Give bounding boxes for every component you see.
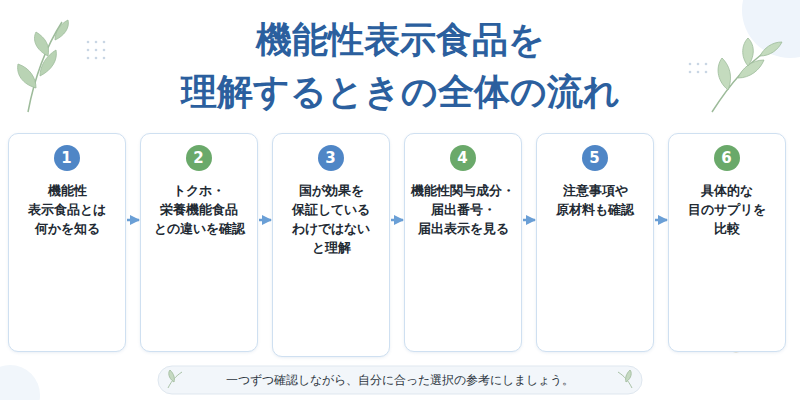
step-number: 3: [318, 145, 344, 171]
step-card: 国が効果を 保証している わけではない と理解 3: [272, 133, 390, 357]
step-number: 5: [582, 145, 608, 171]
corner-circle: [0, 365, 40, 400]
step-number-circle: 6: [714, 145, 740, 171]
flow-arrow: [259, 219, 271, 222]
step-number-circle: 5: [582, 145, 608, 171]
table-header-cell: トクホ: [150, 266, 196, 280]
caption: 一つずつ確認しながら、自分に合った選択の参考にしましょう。: [158, 366, 642, 394]
step-number: 4: [450, 145, 476, 171]
step-card: 機能性 表示食品とは 何かを知る 1: [8, 133, 126, 352]
table-header-cell: 栄養機能食品: [196, 266, 250, 280]
step-text: 注意事項や 原材料も確認: [537, 181, 653, 219]
step-number: 2: [186, 145, 212, 171]
step-text: トクホ・ 栄養機能食品 との違いを確認: [141, 181, 257, 238]
step-number-circle: 1: [54, 145, 80, 171]
step-text: 機能性 表示食品とは 何かを知る: [9, 181, 125, 238]
step-text: 具体的な 目のサプリを 比較: [669, 181, 785, 238]
leaf-branch: [18, 20, 69, 112]
flow-arrow: [523, 219, 535, 222]
step-card: 注意事項や 原材料も確認 5: [536, 133, 654, 352]
flow-arrow: [391, 219, 403, 222]
step-number-circle: 3: [318, 145, 344, 171]
step-card: トクホ・ 栄養機能食品 との違いを確認 2: [140, 133, 258, 352]
flow-arrow: [127, 219, 139, 222]
step-card: 機能性関与成分・ 届出番号・ 届出表示を見る 4: [404, 133, 522, 352]
caption-pill: [158, 366, 642, 394]
step-number-circle: 2: [186, 145, 212, 171]
step-number: 6: [714, 145, 740, 171]
leaf-branch: [712, 38, 782, 112]
step-text: 国が効果を 保証している わけではない と理解: [273, 181, 389, 257]
title: 機能性表示食品を 理解するときの全体の流れ: [150, 14, 650, 118]
step-number: 1: [54, 145, 80, 171]
step-card: 具体的な 目のサプリを 比較 6: [668, 133, 786, 352]
step-number-circle: 4: [450, 145, 476, 171]
step-text: 機能性関与成分・ 届出番号・ 届出表示を見る: [405, 181, 521, 238]
flow-arrow: [655, 219, 667, 222]
